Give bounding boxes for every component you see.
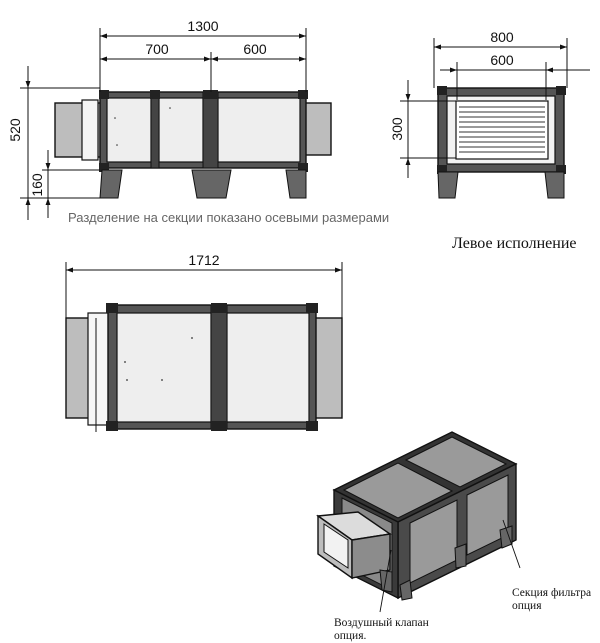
leg — [191, 169, 232, 199]
top-view-dimensions — [65, 262, 343, 318]
panel-right — [226, 312, 310, 423]
duct-right — [302, 102, 332, 156]
top-view — [65, 303, 343, 432]
callout-damper: Воздушный клапан опция. — [334, 617, 432, 642]
leader-lines — [379, 519, 521, 613]
side-view-dimensions — [20, 28, 307, 220]
dim-opening-height: 300 — [389, 117, 405, 141]
end-view-dimensions — [400, 38, 590, 178]
dim-inner-width: 600 — [490, 52, 514, 68]
callout-damper-line1: Воздушный клапан — [334, 617, 429, 629]
section-note: Разделение на секции показано осевыми ра… — [68, 210, 389, 225]
leg — [285, 169, 307, 199]
dim-height: 520 — [7, 118, 23, 142]
isometric-view — [316, 431, 518, 601]
dim-total-length: 1300 — [187, 18, 218, 34]
damper-blades — [455, 100, 549, 160]
dim-section-right: 600 — [243, 41, 267, 57]
callout-filter-line2: опция — [512, 600, 542, 612]
dim-leg-height: 160 — [29, 173, 45, 197]
leg — [437, 171, 459, 199]
callout-filter-line1: Секция фильтра — [512, 587, 591, 599]
leg — [544, 171, 565, 199]
duct-right — [311, 317, 343, 419]
side-view — [54, 90, 332, 199]
leg — [99, 169, 123, 199]
callout-filter: Секция фильтра опция — [512, 587, 594, 612]
end-view — [437, 86, 566, 199]
panel-left — [116, 312, 212, 423]
dim-section-left: 700 — [145, 41, 169, 57]
dim-width: 800 — [490, 29, 514, 45]
left-version-caption: Левое исполнение — [452, 235, 576, 252]
dim-overall-length: 1712 — [188, 252, 219, 268]
callout-damper-line2: опция. — [334, 630, 367, 642]
